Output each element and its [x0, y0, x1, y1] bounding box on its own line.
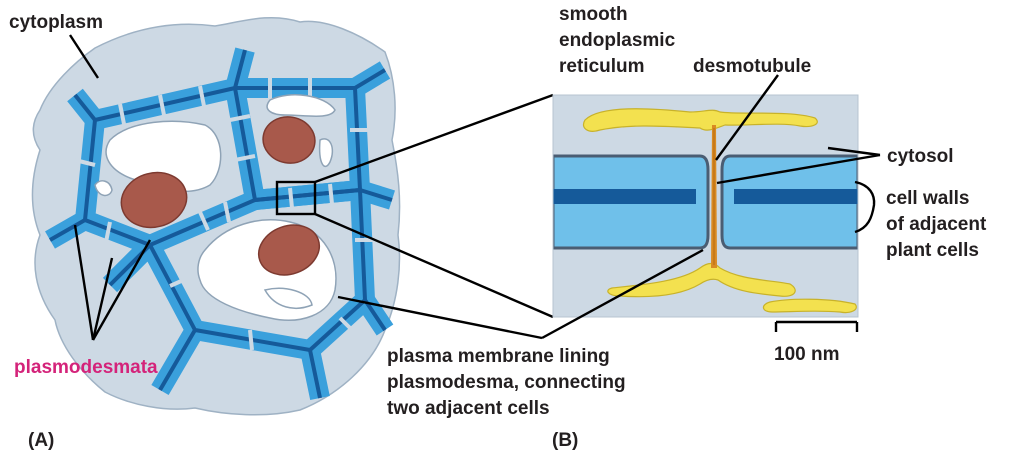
label-smooth-er-1: smooth — [559, 4, 628, 25]
leader-plasmodesmata-2 — [91, 257, 114, 341]
leader-desmotubule — [715, 74, 779, 161]
cell-walls-bracket — [854, 180, 876, 234]
label-scale-bar: 100 nm — [774, 344, 839, 365]
smooth-er-bottom — [607, 262, 796, 298]
label-membrane-1: plasma membrane lining — [387, 346, 610, 367]
panel-b-frame — [552, 94, 859, 318]
label-cytoplasm: cytoplasm — [9, 12, 103, 33]
zoom-connectors — [314, 93, 554, 319]
plasmodesmata-channels — [74, 78, 375, 351]
smooth-er-top — [582, 108, 818, 132]
zoom-inset-box — [275, 180, 317, 216]
left-middle-lamella — [553, 189, 696, 204]
smooth-er-lower-right — [762, 298, 857, 314]
leader-cytosol-2 — [716, 153, 881, 185]
label-cell-walls-2: of adjacent — [886, 214, 987, 235]
label-panel-b: (B) — [552, 430, 578, 451]
label-smooth-er-3: reticulum — [559, 56, 645, 77]
label-cytosol: cytosol — [887, 146, 954, 167]
label-cell-walls-1: cell walls — [886, 188, 969, 209]
label-panel-a: (A) — [28, 430, 54, 451]
label-plasmodesmata: plasmodesmata — [14, 357, 158, 378]
label-smooth-er-2: endoplasmic — [559, 30, 676, 51]
leader-cytosol-1 — [827, 146, 881, 157]
label-membrane-2: plasmodesma, connecting — [387, 372, 626, 393]
label-membrane-3: two adjacent cells — [387, 398, 550, 419]
leader-membrane-a — [337, 295, 543, 340]
leader-cytoplasm — [68, 34, 100, 79]
leader-plasmodesmata-3 — [91, 239, 152, 341]
leader-membrane-b — [541, 248, 704, 340]
leader-plasmodesmata-1 — [73, 224, 95, 341]
panel-b-enlarged — [553, 95, 858, 317]
nuclei — [120, 116, 321, 276]
label-cell-walls-3: plant cells — [886, 240, 979, 261]
panel-a-tissue — [31, 16, 401, 416]
labels: cytoplasm plasmodesmata (A) smooth endop… — [9, 4, 987, 451]
scale-bar — [774, 320, 859, 332]
right-middle-lamella — [734, 189, 858, 204]
leader-lines — [68, 34, 881, 341]
label-desmotubule: desmotubule — [693, 56, 811, 77]
